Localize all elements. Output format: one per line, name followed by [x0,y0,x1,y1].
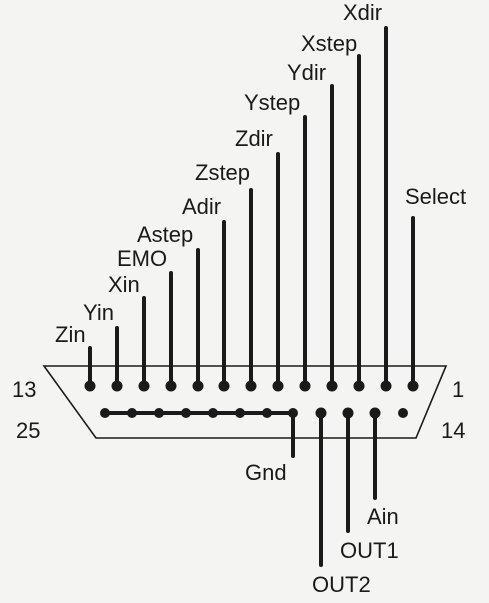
label-zin: Zin [55,322,86,347]
label-out2: OUT2 [312,572,371,597]
pin-10 [165,380,177,392]
pin-11 [138,380,150,392]
pin-12 [111,380,123,392]
label-xin: Xin [108,272,140,297]
label-zstep: Zstep [195,160,250,185]
pin-1 [407,380,419,392]
label-zdir: Zdir [235,126,273,151]
pin-25 [100,408,110,418]
label-ydir: Ydir [287,60,326,85]
pin-4 [326,380,338,392]
pin-2 [380,380,392,392]
pin-number-1: 1 [452,377,464,402]
label-gnd: Gnd [245,460,287,485]
connector-shell [42,365,448,439]
label-select: Select [405,184,466,209]
pin-14 [398,408,408,418]
pin-17 [315,407,327,419]
pin-5 [299,380,311,392]
pin-number-14: 14 [441,418,465,443]
label-xdir: Xdir [343,0,382,25]
label-xstep: Xstep [301,31,357,56]
pin-15 [369,407,381,419]
label-ystep: Ystep [244,90,300,115]
pin-21 [208,408,218,418]
pin-number-13: 13 [12,377,36,402]
top-row-pins: Zin Yin Xin EMO Astep Adir Zstep Zdir Ys… [55,0,466,392]
pin-13 [84,380,96,392]
pin-20 [235,408,245,418]
label-emo: EMO [117,246,167,271]
label-adir: Adir [182,194,221,219]
pin-24 [127,408,137,418]
pin-18 [288,408,298,418]
label-ain: Ain [367,504,399,529]
pin-19 [262,408,272,418]
pin-6 [272,380,284,392]
pin-23 [154,408,164,418]
pin-22 [181,408,191,418]
pin-number-25: 25 [16,418,40,443]
ground-bus: Gnd [100,408,298,485]
pin-16 [342,407,354,419]
bottom-signal-pins: OUT2 OUT1 Ain [312,407,408,597]
pin-8 [218,380,230,392]
pin-9 [192,380,204,392]
label-out1: OUT1 [340,538,399,563]
label-astep: Astep [137,222,193,247]
pin-3 [353,380,365,392]
label-yin: Yin [83,300,114,325]
pin-7 [245,380,257,392]
